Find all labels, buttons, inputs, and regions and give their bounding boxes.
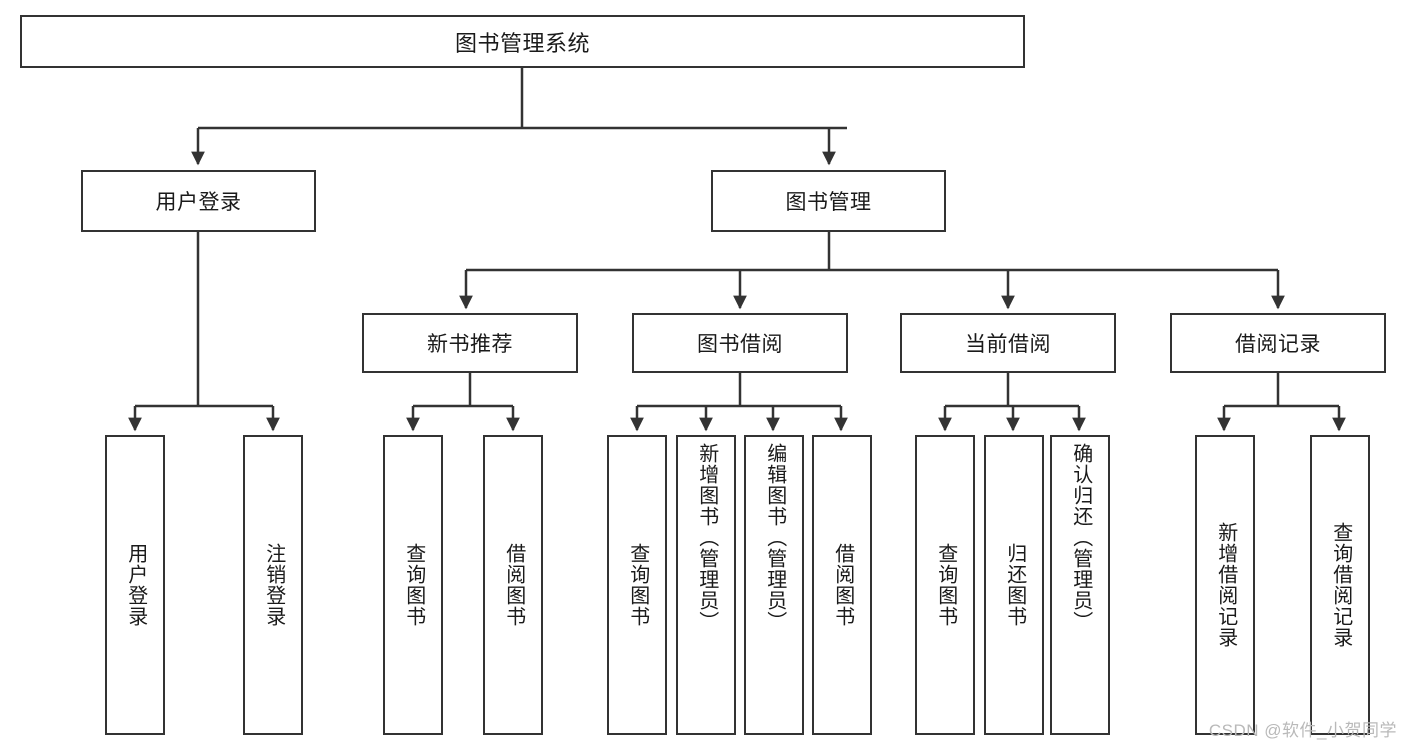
node-label: 注销登录 — [262, 543, 285, 627]
node-label: 查询借阅记录 — [1329, 522, 1352, 648]
node-label: 编辑图书（管理员） — [763, 443, 786, 632]
leaf-book-borrow-add-book-admin[interactable]: 新增图书（管理员） — [676, 435, 736, 735]
leaf-book-borrow-query-book[interactable]: 查询图书 — [607, 435, 667, 735]
leaf-book-borrow-edit-book-admin[interactable]: 编辑图书（管理员） — [744, 435, 804, 735]
node-label: 新增图书（管理员） — [695, 443, 718, 632]
leaf-new-book-query-book[interactable]: 查询图书 — [383, 435, 443, 735]
node-label: 图书管理 — [785, 191, 872, 214]
node-label: 新书推荐 — [427, 333, 513, 356]
node-label: 借阅记录 — [1235, 333, 1321, 356]
node-borrow-record[interactable]: 借阅记录 — [1170, 313, 1386, 373]
node-root-book-management-system[interactable]: 图书管理系统 — [20, 15, 1025, 68]
leaf-current-borrow-confirm-return-admin[interactable]: 确认归还（管理员） — [1050, 435, 1110, 735]
leaf-current-borrow-query-book[interactable]: 查询图书 — [915, 435, 975, 735]
node-label: 新增借阅记录 — [1214, 522, 1237, 648]
leaf-book-borrow-borrow-book[interactable]: 借阅图书 — [812, 435, 872, 735]
node-label: 当前借阅 — [965, 333, 1051, 356]
leaf-borrow-record-query-record[interactable]: 查询借阅记录 — [1310, 435, 1370, 735]
node-label: 归还图书 — [1003, 543, 1026, 627]
node-label: 图书借阅 — [697, 333, 783, 356]
leaf-new-book-borrow-book[interactable]: 借阅图书 — [483, 435, 543, 735]
node-label: 确认归还（管理员） — [1069, 443, 1092, 632]
node-label: 图书管理系统 — [454, 30, 590, 56]
node-label: 借阅图书 — [502, 543, 525, 627]
node-current-borrow[interactable]: 当前借阅 — [900, 313, 1116, 373]
node-book-borrow[interactable]: 图书借阅 — [632, 313, 848, 373]
node-label: 借阅图书 — [831, 543, 854, 627]
node-label: 用户登录 — [124, 543, 147, 627]
leaf-user-login-logout[interactable]: 注销登录 — [243, 435, 303, 735]
node-book-management[interactable]: 图书管理 — [711, 170, 946, 232]
leaf-borrow-record-add-record[interactable]: 新增借阅记录 — [1195, 435, 1255, 735]
watermark: CSDN @软件_小贺同学 — [1208, 721, 1397, 740]
node-user-login[interactable]: 用户登录 — [81, 170, 316, 232]
node-label: 查询图书 — [626, 543, 649, 627]
node-label: 用户登录 — [155, 191, 242, 214]
node-label: 查询图书 — [402, 543, 425, 627]
node-new-book-recommend[interactable]: 新书推荐 — [362, 313, 578, 373]
leaf-user-login-login[interactable]: 用户登录 — [105, 435, 165, 735]
node-label: 查询图书 — [934, 543, 957, 627]
leaf-current-borrow-return-book[interactable]: 归还图书 — [984, 435, 1044, 735]
